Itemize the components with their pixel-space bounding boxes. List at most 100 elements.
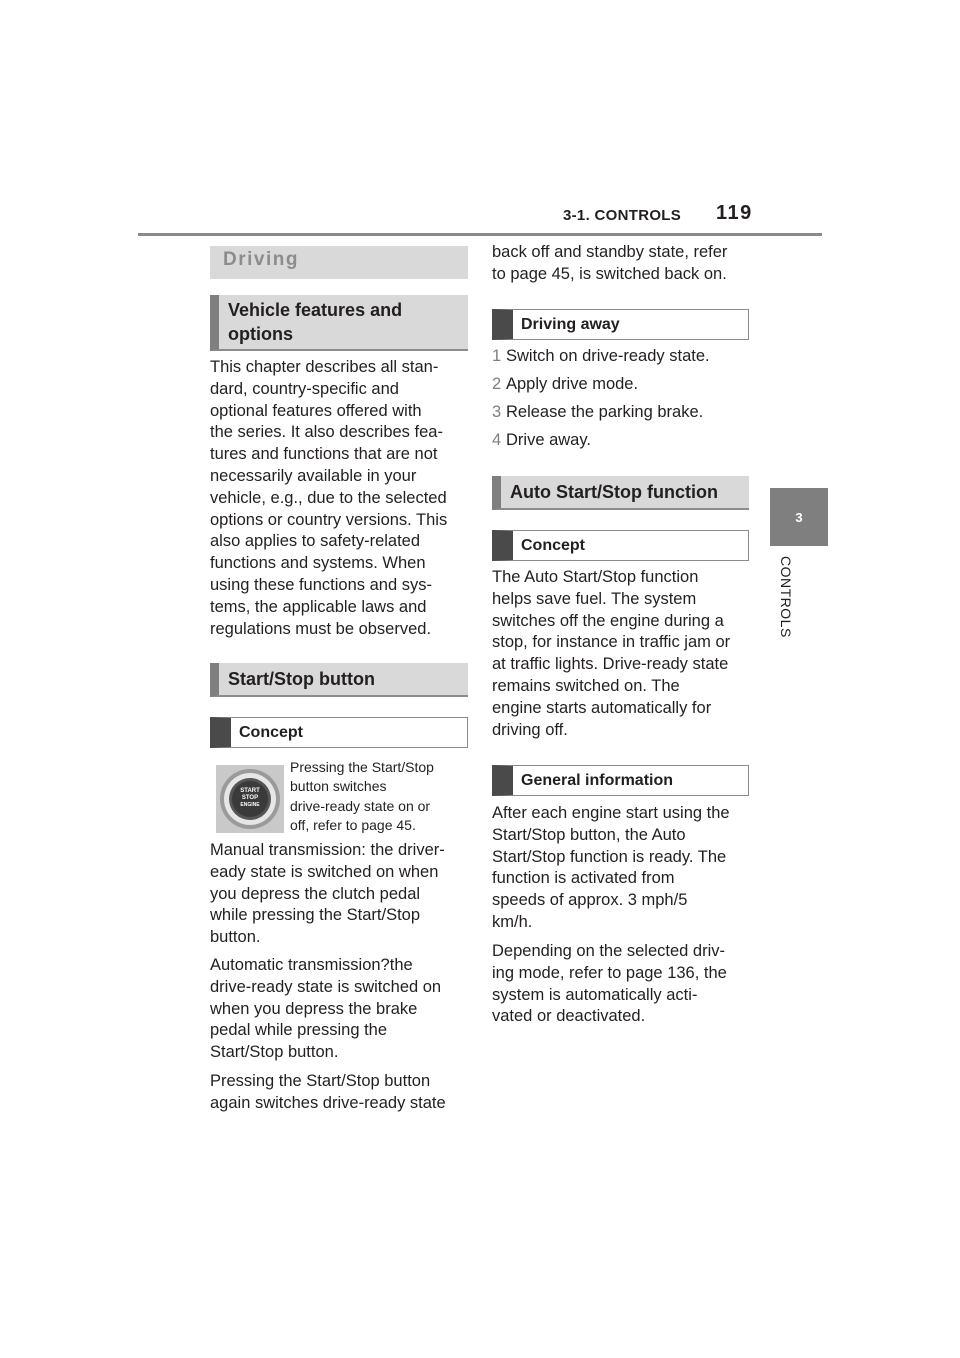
text-line: dard, country-specific and bbox=[210, 379, 399, 398]
heading-auto-start-stop: Auto Start/Stop function bbox=[492, 476, 749, 510]
manual-transmission-text: Manual transmission: the driver- eady st… bbox=[210, 840, 472, 949]
text-line: to page 45, is switched back on. bbox=[492, 264, 727, 283]
caption-line: button switches bbox=[290, 778, 387, 795]
text-line: using these functions and sys- bbox=[210, 575, 432, 594]
text-line: switches off the engine during a bbox=[492, 611, 724, 630]
step-number: 2 bbox=[492, 375, 502, 394]
text-line: necessarily available in your bbox=[210, 466, 417, 485]
text-line: Start/Stop function is ready. The bbox=[492, 847, 727, 866]
text-line: while pressing the Start/Stop bbox=[210, 906, 421, 925]
subheading-text: Concept bbox=[239, 723, 303, 741]
text-line: Manual transmission: the driver- bbox=[210, 841, 445, 859]
text-line: The Auto Start/Stop function bbox=[492, 568, 699, 586]
text-line: engine starts automatically for bbox=[492, 698, 712, 717]
subheading-driving-away: Driving away bbox=[492, 309, 749, 340]
text-line: options or country versions. This bbox=[210, 510, 448, 529]
subheading-concept: Concept bbox=[210, 717, 468, 748]
chapter-number: 3 bbox=[795, 509, 803, 525]
text-line: optional features offered with bbox=[210, 401, 422, 420]
text-line: at traffic lights. Drive-ready state bbox=[492, 655, 729, 674]
step-number: 3 bbox=[492, 403, 502, 422]
start-stop-button-image: START STOP ENGINE bbox=[216, 765, 284, 833]
start-stop-button-lettering: START STOP ENGINE bbox=[216, 788, 284, 809]
text-line: This chapter describes all stan- bbox=[210, 358, 439, 376]
heading-start-stop-button: Start/Stop button bbox=[210, 663, 468, 697]
text-line: Start/Stop button, the Auto bbox=[492, 825, 686, 844]
text-line: again switches drive-ready state bbox=[210, 1093, 446, 1112]
automatic-transmission-text: Automatic transmission?the drive-ready s… bbox=[210, 955, 472, 1064]
start-stop-caption: Pressing the Start/Stop button switches … bbox=[290, 758, 470, 835]
button-lettering-line: ENGINE bbox=[240, 802, 260, 808]
text-line: system is automatically acti- bbox=[492, 985, 698, 1004]
text-line: After each engine start using the bbox=[492, 804, 730, 822]
driving-mode-text: Depending on the selected driv- ing mode… bbox=[492, 941, 754, 1028]
heading-text: Start/Stop button bbox=[228, 669, 375, 689]
text-line: eady state is switched on when bbox=[210, 862, 439, 881]
heading-text: Auto Start/Stop function bbox=[510, 482, 718, 502]
text-line: vated or deactivated. bbox=[492, 1007, 646, 1026]
general-information-text: After each engine start using the Start/… bbox=[492, 803, 754, 934]
step-number: 4 bbox=[492, 431, 502, 450]
text-line: functions and systems. When bbox=[210, 554, 426, 573]
heading-line: Vehicle features and bbox=[228, 300, 403, 320]
text-line: stop, for instance in traffic jam or bbox=[492, 633, 731, 652]
text-line: remains switched on. The bbox=[492, 676, 680, 695]
continued-text: back off and standby state, refer to pag… bbox=[492, 242, 754, 286]
text-line: tems, the applicable laws and bbox=[210, 597, 427, 616]
caption-line: drive-ready state on or bbox=[290, 797, 431, 814]
step-text: Drive away. bbox=[506, 431, 591, 450]
text-line: back off and standby state, refer bbox=[492, 243, 728, 261]
text-line: ing mode, refer to page 136, the bbox=[492, 963, 727, 982]
subheading-text: Driving away bbox=[521, 315, 620, 333]
button-lettering-line: START bbox=[240, 788, 260, 794]
caption-line: Pressing the Start/Stop bbox=[290, 759, 434, 775]
text-line: tures and functions that are not bbox=[210, 445, 438, 464]
header-rule bbox=[138, 233, 822, 236]
text-line: km/h. bbox=[492, 912, 533, 931]
text-line: driving off. bbox=[492, 720, 568, 739]
chapter-tab: 3 bbox=[770, 488, 828, 546]
heading-driving: Driving bbox=[210, 246, 468, 279]
auto-concept-text: The Auto Start/Stop function helps save … bbox=[492, 567, 754, 741]
text-line: also applies to safety-related bbox=[210, 532, 421, 551]
text-line: speeds of approx. 3 mph/5 bbox=[492, 891, 688, 910]
text-line: Depending on the selected driv- bbox=[492, 942, 725, 960]
heading-vehicle-features-text: Vehicle features and options bbox=[228, 298, 402, 346]
text-line: drive-ready state is switched on bbox=[210, 977, 442, 996]
running-header-section: 3-1. CONTROLS bbox=[563, 207, 682, 224]
text-line: Pressing the Start/Stop button bbox=[210, 1072, 431, 1090]
text-line: Start/Stop button. bbox=[210, 1043, 339, 1062]
text-line: you depress the clutch pedal bbox=[210, 884, 421, 903]
text-line: pedal while pressing the bbox=[210, 1021, 388, 1040]
step-text: Switch on drive-ready state. bbox=[506, 347, 710, 365]
step-number: 1 bbox=[492, 347, 502, 365]
text-line: the series. It also describes fea- bbox=[210, 423, 443, 442]
step-text: Release the parking brake. bbox=[506, 403, 704, 422]
text-line: when you depress the brake bbox=[210, 999, 418, 1018]
chapter-label: CONTROLS bbox=[778, 556, 794, 638]
subheading-auto-concept: Concept bbox=[492, 530, 749, 561]
text-line: helps save fuel. The system bbox=[492, 589, 697, 608]
start-stop-button-icon bbox=[216, 765, 284, 833]
text-line: vehicle, e.g., due to the selected bbox=[210, 488, 447, 507]
text-line: regulations must be observed. bbox=[210, 619, 432, 638]
subheading-text: Concept bbox=[521, 536, 585, 554]
text-line: button. bbox=[210, 928, 261, 947]
caption-line: off, refer to page 45. bbox=[290, 816, 416, 833]
step-text: Apply drive mode. bbox=[506, 375, 639, 394]
vehicle-features-text: This chapter describes all stan- dard, c… bbox=[210, 357, 472, 640]
heading-vehicle-features: Vehicle features and options bbox=[210, 295, 468, 351]
press-again-text: Pressing the Start/Stop button again swi… bbox=[210, 1071, 472, 1115]
page-number: 119 bbox=[716, 202, 753, 224]
text-line: Automatic transmission?the bbox=[210, 956, 413, 974]
text-line: function is activated from bbox=[492, 869, 675, 888]
button-lettering-line: STOP bbox=[241, 795, 259, 801]
subheading-general-information: General information bbox=[492, 765, 749, 796]
heading-line: options bbox=[228, 324, 293, 344]
subheading-text: General information bbox=[521, 771, 674, 789]
